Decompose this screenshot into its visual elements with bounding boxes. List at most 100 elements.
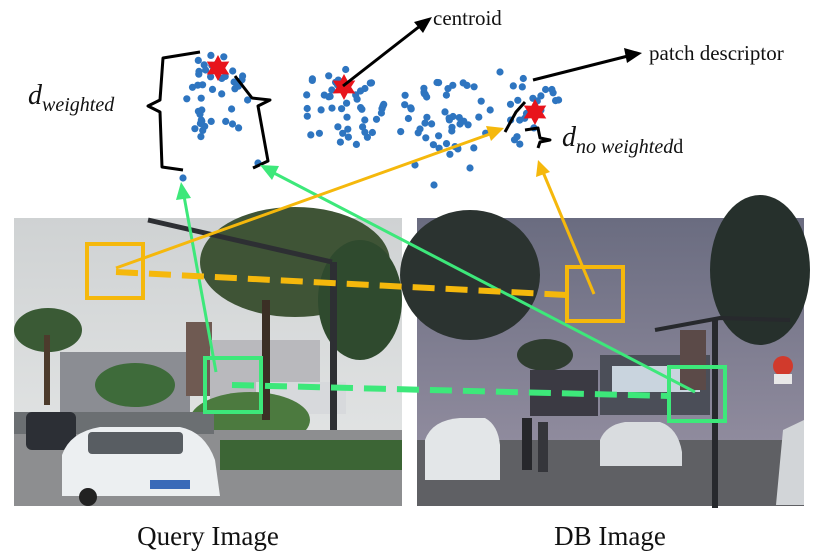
- descriptor-dot: [207, 51, 215, 60]
- descriptor-dot: [228, 120, 237, 128]
- descriptor-dot: [208, 85, 217, 93]
- descriptor-dot: [303, 104, 311, 113]
- descriptor-dot: [456, 120, 464, 128]
- descriptor-dot: [244, 96, 252, 104]
- descriptor-dot: [514, 96, 522, 104]
- descriptor-dot: [230, 78, 238, 86]
- descriptor-dot: [401, 91, 409, 99]
- descriptor-dot: [466, 164, 474, 172]
- descriptor-dot: [207, 73, 215, 81]
- query-image-caption: Query Image: [137, 521, 279, 551]
- descriptor-dot: [326, 92, 334, 100]
- descriptor-dot: [442, 91, 450, 99]
- descriptor-dot: [518, 83, 526, 91]
- descriptor-dot: [442, 140, 451, 148]
- descriptor-dot: [221, 72, 229, 80]
- descriptor-dot: [435, 79, 443, 87]
- descriptor-dot: [195, 70, 203, 78]
- square-box-icon: [203, 356, 263, 414]
- descriptor-dot: [317, 106, 325, 114]
- descriptor-dot: [196, 110, 204, 118]
- d-weighted-label: dweighted: [28, 80, 115, 116]
- descriptor-dot: [336, 138, 344, 146]
- arrowhead-icon: [624, 48, 642, 63]
- descriptor-dot: [397, 128, 405, 136]
- descriptor-dot: [377, 109, 385, 117]
- descriptor-dot: [548, 85, 556, 94]
- descriptor-dot: [429, 141, 437, 149]
- descriptor-dot: [441, 108, 449, 116]
- descriptor-dot: [470, 144, 478, 152]
- descriptor-dot: [183, 95, 191, 103]
- descriptor-dot: [513, 133, 521, 141]
- descriptor-dot: [448, 123, 456, 131]
- centroid-stars: [206, 55, 547, 125]
- descriptor-dot: [380, 100, 388, 108]
- arrowhead-icon: [176, 182, 191, 200]
- descriptor-dot: [342, 65, 350, 74]
- arrowhead-icon: [536, 160, 550, 177]
- descriptor-dot: [537, 92, 545, 100]
- green-match: [176, 165, 727, 423]
- descriptor-dot: [420, 88, 428, 96]
- descriptor-dot: [239, 72, 247, 80]
- red-star-icon: [523, 99, 547, 125]
- descriptor-dot: [352, 140, 360, 148]
- descriptor-dot: [343, 113, 351, 121]
- square-box-icon: [85, 242, 145, 300]
- descriptor-dot: [320, 91, 328, 99]
- square-box-icon: [565, 265, 625, 323]
- descriptor-dot: [359, 123, 367, 131]
- d-weighted-base: d: [28, 80, 43, 111]
- weighted-bracket: [146, 50, 272, 172]
- d-weighted-sub: weighted: [42, 94, 115, 116]
- descriptor-dot: [477, 97, 485, 105]
- label-arrows: [342, 17, 642, 88]
- descriptor-dot: [401, 101, 409, 109]
- descriptor-dot: [315, 129, 323, 137]
- descriptor-dot: [464, 121, 472, 129]
- descriptor-dot: [339, 129, 347, 137]
- db-image-caption: DB Image: [554, 521, 666, 551]
- descriptor-dot: [222, 117, 230, 125]
- descriptor-dot: [344, 125, 352, 133]
- descriptor-dot: [303, 112, 311, 120]
- descriptor-dot: [353, 95, 361, 103]
- descriptor-dot: [366, 79, 374, 87]
- descriptor-dot: [361, 84, 369, 93]
- descriptor-dot: [552, 97, 560, 105]
- arrowhead-icon: [414, 17, 432, 33]
- descriptor-dot: [228, 105, 236, 113]
- descriptor-dot: [207, 117, 215, 125]
- descriptor-dot: [372, 115, 381, 123]
- descriptor-dot: [411, 161, 419, 169]
- descriptor-dot: [338, 105, 346, 113]
- descriptor-dot: [358, 105, 366, 113]
- descriptor-cloud: [179, 51, 563, 189]
- descriptor-dot: [421, 119, 429, 127]
- descriptor-dot: [201, 122, 209, 130]
- descriptor-dot: [509, 82, 517, 90]
- descriptor-dot: [179, 174, 187, 182]
- descriptor-dot: [307, 131, 315, 139]
- descriptor-dot: [308, 76, 316, 84]
- arrowhead-icon: [486, 126, 504, 141]
- descriptor-dot: [404, 114, 412, 123]
- descriptor-dot: [361, 116, 369, 124]
- descriptor-dot: [235, 124, 243, 132]
- descriptor-dot: [328, 86, 336, 94]
- descriptor-dot: [542, 85, 550, 94]
- patch-descriptor-label: patch descriptor: [649, 41, 784, 65]
- descriptor-dot: [334, 123, 342, 131]
- descriptor-dot: [455, 114, 463, 122]
- descriptor-dot: [475, 113, 483, 121]
- descriptor-dot: [368, 128, 376, 137]
- db-image: [400, 195, 810, 508]
- descriptor-dot: [486, 106, 494, 114]
- descriptor-dot: [197, 94, 205, 102]
- d-no-weighted-tail: d: [673, 136, 683, 158]
- descriptor-dot: [435, 132, 443, 140]
- no-weighted-bracket: [503, 100, 552, 149]
- descriptor-dot: [229, 67, 237, 75]
- d-no-weighted-base: d: [562, 122, 577, 153]
